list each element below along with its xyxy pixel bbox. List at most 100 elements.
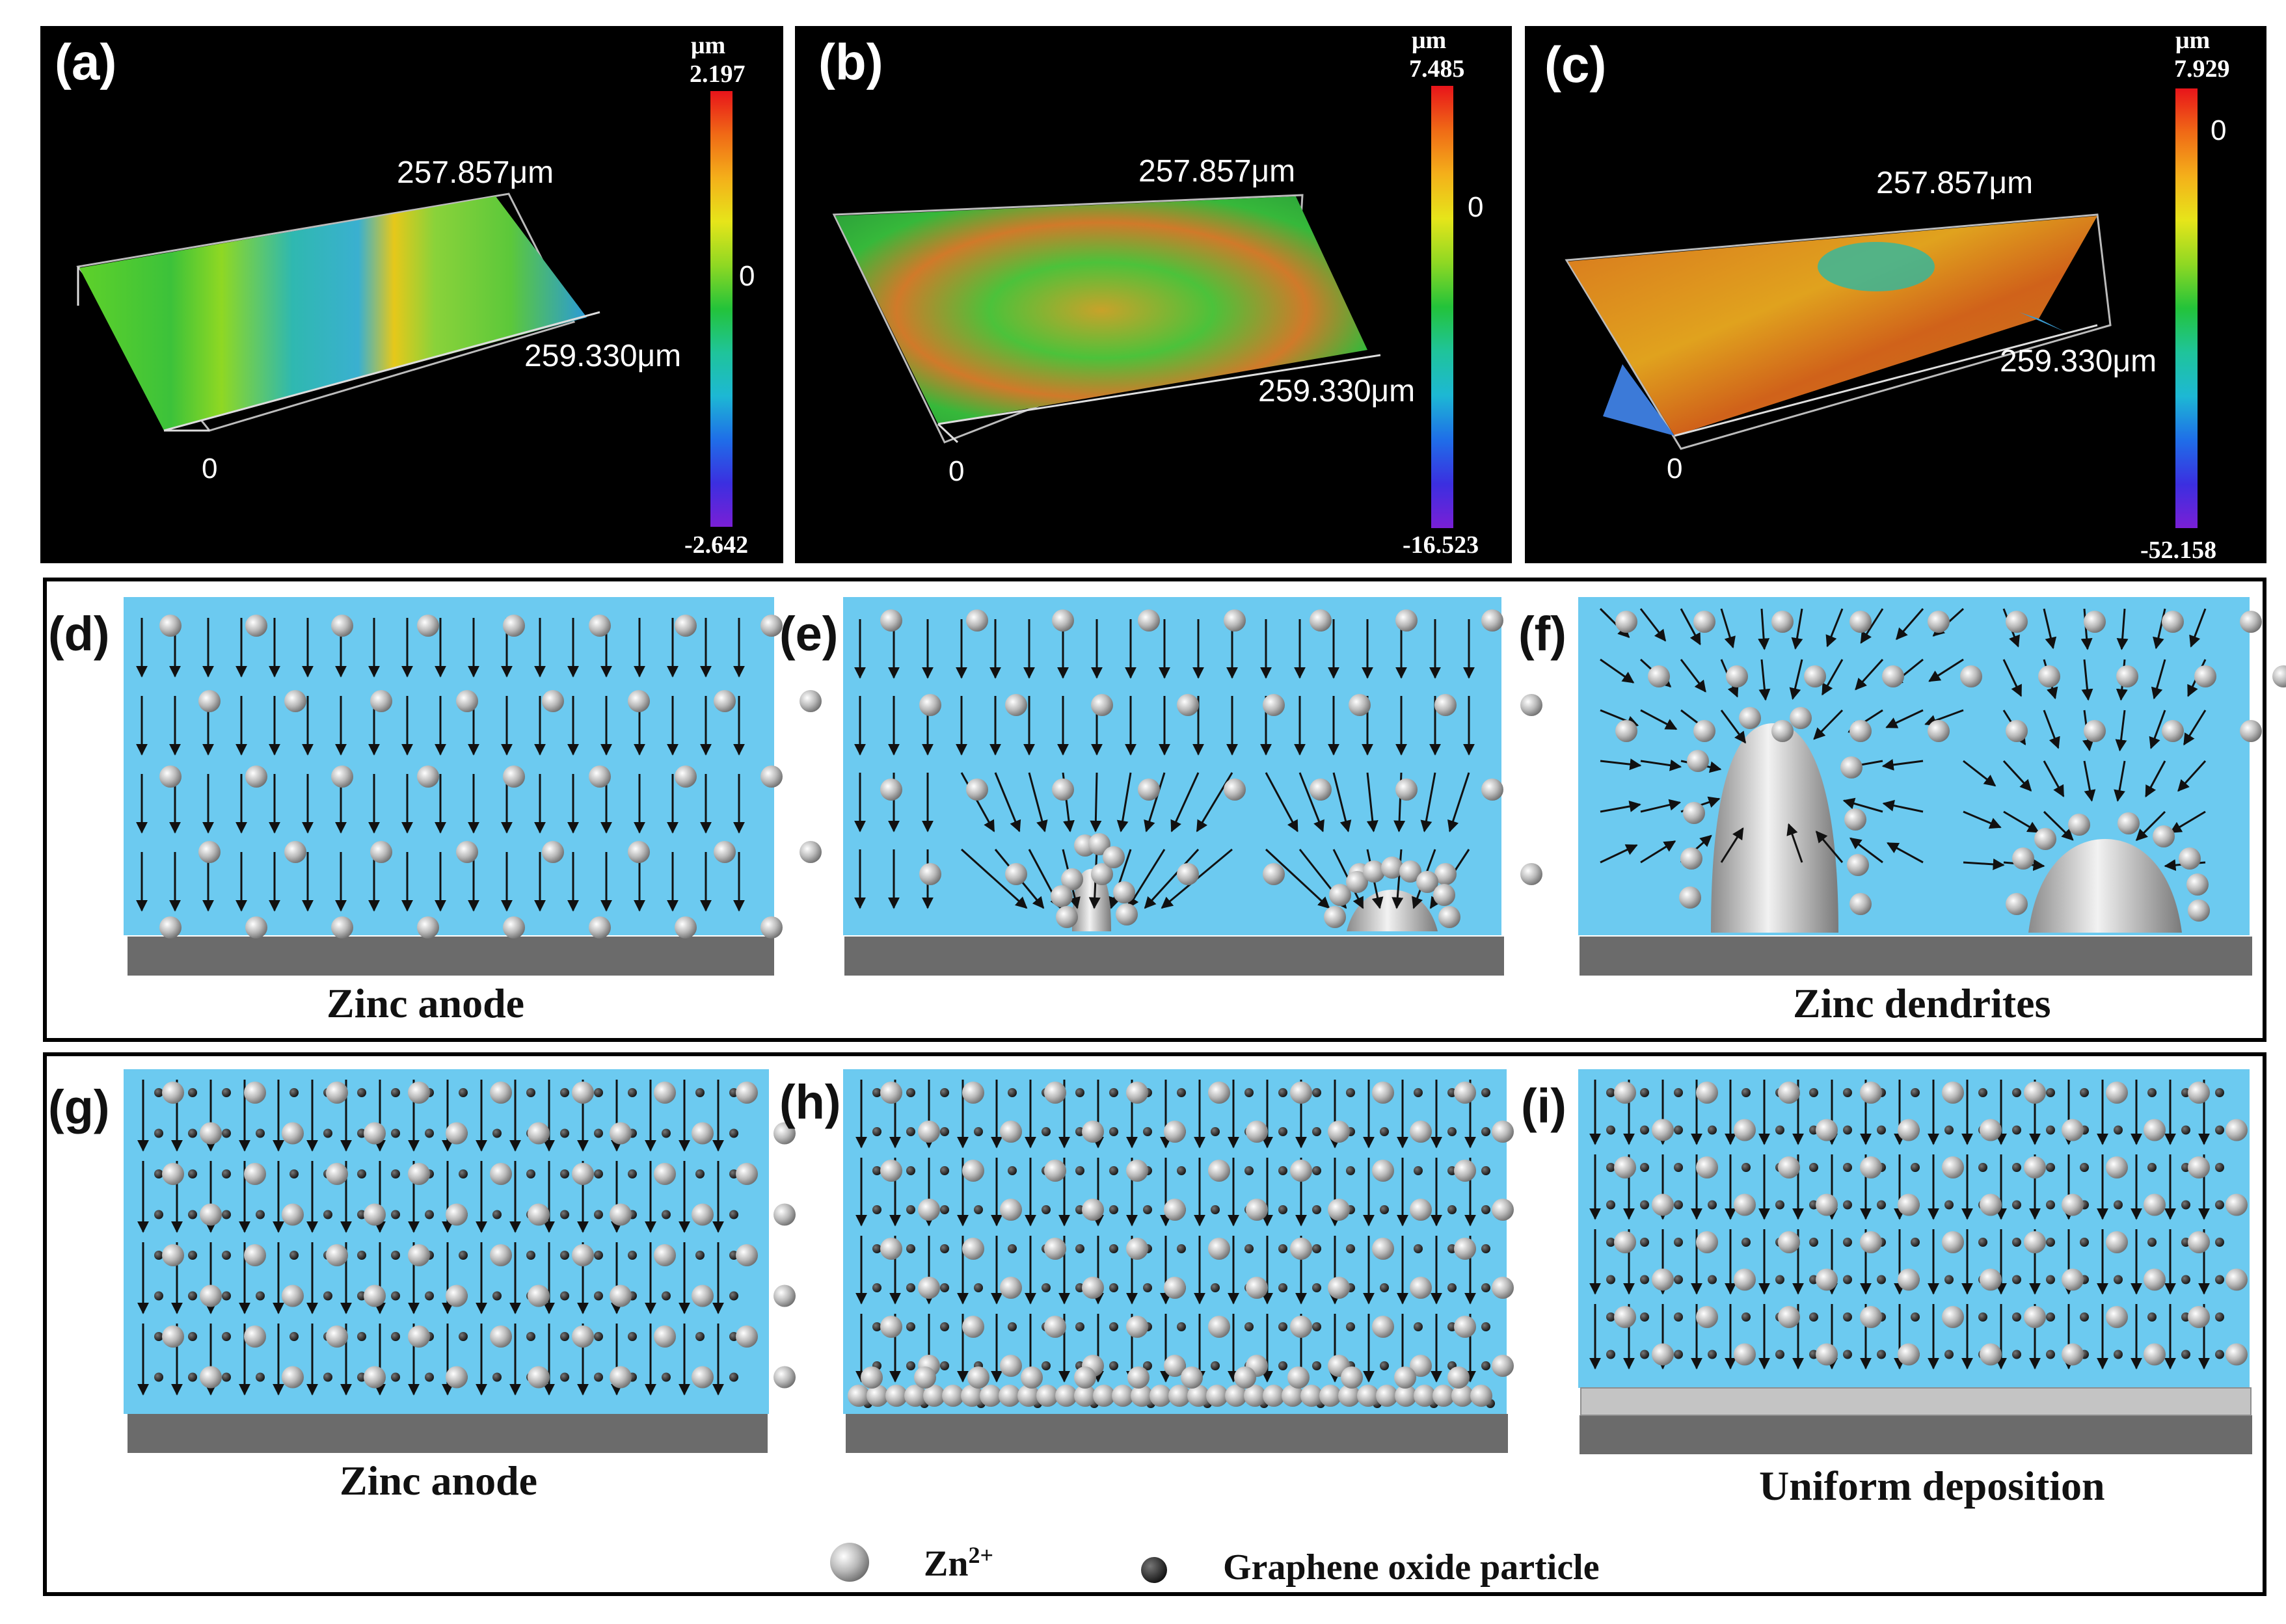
dim-x-label-c: 259.330μm xyxy=(2000,344,2157,379)
graphene-oxide-particle xyxy=(940,1283,949,1292)
zn-ion xyxy=(1234,1366,1256,1389)
graphene-oxide-particle xyxy=(492,1372,502,1382)
zn-ion xyxy=(1263,863,1285,885)
graphene-oxide-particle xyxy=(1843,1200,1852,1210)
caption-zinc-anode-row-2: Zinc anode xyxy=(340,1458,538,1504)
graphene-oxide-particle xyxy=(2046,1200,2055,1210)
graphene-oxide-particle xyxy=(662,1291,671,1301)
graphene-oxide-particle xyxy=(1346,1244,1355,1253)
zn-ion xyxy=(1980,1268,2002,1291)
zn-ion xyxy=(200,1366,222,1389)
zn-ion xyxy=(1696,1231,1718,1253)
graphene-oxide-particle xyxy=(628,1251,637,1260)
graphene-oxide-particle xyxy=(906,1205,915,1214)
zn-ion xyxy=(1290,1082,1312,1104)
zn-ion xyxy=(1860,1306,1882,1328)
zn-ion xyxy=(1614,1082,1636,1104)
zn-ion xyxy=(1520,694,1542,716)
zn-ion xyxy=(159,916,182,938)
zn-ion xyxy=(1082,1277,1104,1299)
graphene-oxide-particle xyxy=(154,1332,163,1341)
zn-ion xyxy=(914,1366,936,1389)
zn-ion xyxy=(675,765,697,788)
graphene-oxide-particle xyxy=(1775,1200,1784,1210)
zn-ion xyxy=(1693,720,1715,742)
afm-panel-b: (b) 257.857μm 259.330μm 0 μm 7.485 0 -16… xyxy=(795,26,1512,563)
graphene-oxide-particle xyxy=(1640,1088,1649,1097)
zn-ion xyxy=(1164,1199,1186,1221)
zn-ion xyxy=(2153,825,2175,847)
zn-ion xyxy=(1168,1385,1190,1407)
zn-ion xyxy=(2106,1156,2128,1178)
graphene-oxide-particle xyxy=(459,1088,468,1097)
graphene-oxide-particle xyxy=(906,1127,915,1136)
zn-ion xyxy=(1328,1199,1350,1221)
graphene-oxide-particle xyxy=(1911,1312,1920,1322)
zn-ion xyxy=(1177,694,1199,716)
graphene-oxide-particle xyxy=(1042,1127,1051,1136)
graphene-oxide-particle xyxy=(1177,1322,1186,1331)
zn-ion xyxy=(692,1285,714,1307)
panel-label-d: (d) xyxy=(48,607,110,661)
zn-ion xyxy=(1771,720,1794,742)
zn-ion xyxy=(736,1244,758,1266)
graphene-oxide-particle xyxy=(1346,1166,1355,1175)
colorbar-min-c: -52.158 xyxy=(2140,537,2217,563)
graphene-oxide-particle xyxy=(1042,1205,1051,1214)
graphene-oxide-particle xyxy=(906,1244,915,1253)
graphene-oxide-particle xyxy=(662,1128,671,1138)
graphene-oxide-particle xyxy=(1177,1166,1186,1175)
zn-ion xyxy=(282,1122,304,1145)
zn-ion xyxy=(1410,1121,1432,1143)
graphene-oxide-particle xyxy=(289,1251,299,1260)
zn-ion xyxy=(1942,1231,1964,1253)
graphene-oxide-particle xyxy=(1109,1166,1118,1175)
zn-ion xyxy=(1434,863,1457,885)
graphene-oxide-particle xyxy=(1877,1200,1886,1210)
zn-ion xyxy=(364,1122,386,1145)
graphene-oxide-particle xyxy=(2114,1275,2123,1285)
zn-ion xyxy=(1206,1385,1228,1407)
flux-arrow xyxy=(1028,772,1048,832)
zn-ion xyxy=(880,609,902,632)
zn-ion xyxy=(331,615,353,637)
graphene-oxide-particle xyxy=(1809,1088,1818,1097)
zn-ion xyxy=(1091,694,1113,716)
graphene-oxide-particle xyxy=(1674,1200,1683,1210)
graphene-oxide-particle xyxy=(695,1332,705,1341)
flux-arrow xyxy=(1116,772,1132,832)
flux-arrow xyxy=(1789,659,1803,700)
flux-arrow xyxy=(2170,810,2206,834)
zn-ion xyxy=(880,1238,902,1260)
zn-ion xyxy=(1372,1082,1394,1104)
graphene-oxide-particle xyxy=(1741,1312,1751,1322)
zn-ion xyxy=(1454,1316,1476,1338)
zn-ion xyxy=(1492,1355,1514,1377)
flux-arrow xyxy=(2081,659,2093,701)
graphene-oxide-particle xyxy=(222,1088,231,1097)
zn-ion xyxy=(162,1244,184,1266)
zn-ion xyxy=(542,690,564,712)
flux-arrow xyxy=(1786,823,1803,863)
graphene-oxide-particle xyxy=(1109,1283,1118,1292)
flux-arrow xyxy=(2083,760,2096,802)
graphene-oxide-particle xyxy=(1312,1361,1321,1370)
zn-ion xyxy=(1928,720,1950,742)
zn-ion xyxy=(408,1082,430,1104)
zn-ion xyxy=(2144,1193,2166,1216)
graphene-oxide-particle xyxy=(1211,1361,1220,1370)
schematic-row-1 xyxy=(43,578,2266,1042)
zn-ion xyxy=(1898,1193,1920,1216)
graphene-oxide-particle xyxy=(594,1332,603,1341)
colorbar-zero-c: 0 xyxy=(2211,114,2227,146)
zn-ion xyxy=(1434,694,1457,716)
graphene-oxide-particle xyxy=(2215,1275,2224,1285)
zn-ion xyxy=(628,841,650,863)
graphene-oxide-particle xyxy=(2114,1350,2123,1359)
graphene-oxide-particle xyxy=(188,1210,197,1219)
zn-ion xyxy=(370,690,392,712)
graphene-oxide-particle xyxy=(2046,1312,2055,1322)
afm-panel-c: (c) 257.857μm 259.330μm 0 μm 7.929 0 -52… xyxy=(1525,26,2266,563)
zn-ion xyxy=(942,1385,964,1407)
